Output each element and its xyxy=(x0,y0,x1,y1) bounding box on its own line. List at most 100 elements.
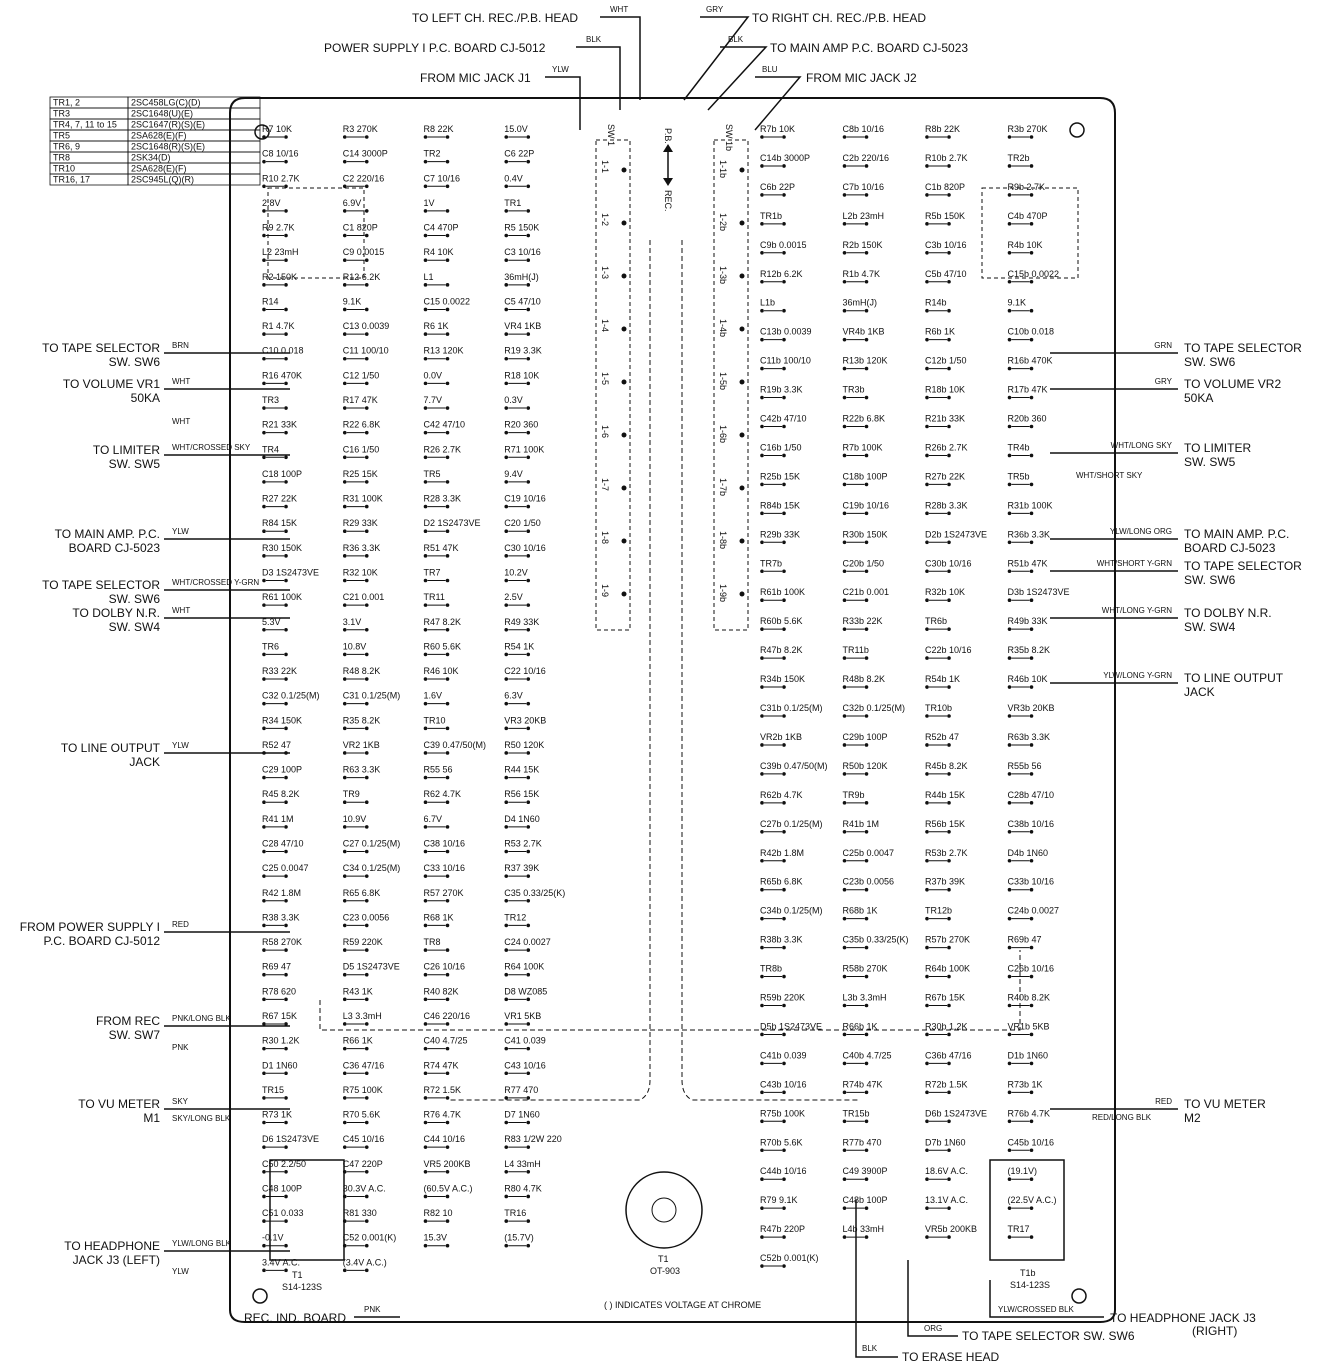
solder-pad xyxy=(1029,1090,1034,1095)
component-label: TR11b xyxy=(843,645,869,655)
solder-pad xyxy=(864,1119,869,1124)
solder-pad xyxy=(925,251,929,255)
solder-pad xyxy=(504,751,509,755)
solder-pad xyxy=(364,627,369,632)
solder-pad xyxy=(262,480,266,484)
solder-pad xyxy=(925,164,929,168)
solder-pad xyxy=(842,1090,847,1095)
component-label: (19.1V) xyxy=(1008,1166,1038,1176)
solder-pad xyxy=(423,258,428,262)
table-cell xyxy=(127,173,261,186)
solder-pad xyxy=(364,701,369,706)
solder-pad xyxy=(760,366,764,371)
solder-pad xyxy=(1029,1177,1034,1181)
solder-pad xyxy=(423,652,428,657)
component-label: C20b 1/50 xyxy=(843,558,885,568)
solder-pad xyxy=(423,480,428,484)
component-label: 30.3V A.C. xyxy=(343,1183,386,1193)
component-label: R4 10K xyxy=(424,247,454,257)
component-label: TR16 xyxy=(504,1208,526,1218)
component-label: R47b 8.2K xyxy=(760,645,803,655)
switch-contact xyxy=(739,591,745,597)
table-transistor-name: TR4, 7, 11 to 15 xyxy=(53,120,117,130)
solder-pad xyxy=(925,801,929,805)
component-label: 6.9V xyxy=(343,198,362,208)
component-label: R58b 270K xyxy=(843,964,888,974)
component-label: C29 100P xyxy=(262,765,302,775)
component-label: R32b 10K xyxy=(925,587,965,597)
component-label: R9 2.7K xyxy=(262,223,295,233)
solder-pad xyxy=(947,1206,951,1210)
solder-pad xyxy=(262,898,266,903)
component-label: R83 1/2W 220 xyxy=(504,1134,562,1144)
component-label: R73 1K xyxy=(262,1110,292,1120)
component-label: R5 150K xyxy=(504,223,539,233)
solder-pad xyxy=(1029,714,1034,718)
solder-pad xyxy=(364,578,369,583)
solder-pad xyxy=(864,627,869,631)
component-label: TR8b xyxy=(760,964,782,974)
solder-pad xyxy=(262,874,266,878)
solder-pad xyxy=(760,337,764,342)
solder-pad xyxy=(842,222,847,226)
solder-pad xyxy=(284,898,288,903)
component-label: 2.8V xyxy=(262,198,281,208)
component-label: TR6 xyxy=(262,641,279,651)
solder-pad xyxy=(925,482,929,487)
component-label: C36 47/16 xyxy=(343,1060,385,1070)
solder-pad xyxy=(782,482,786,487)
wire-color-tag: RED xyxy=(172,920,189,929)
solder-pad xyxy=(925,337,929,342)
solder-pad xyxy=(782,1003,786,1008)
solder-pad xyxy=(925,193,929,197)
component-label: R60 5.6K xyxy=(424,641,462,651)
solder-pad xyxy=(782,222,786,226)
solder-pad xyxy=(1029,974,1034,979)
left-connection-label: TO LINE OUTPUT xyxy=(61,741,161,755)
solder-pad xyxy=(760,945,764,950)
table-transistor-name: TR3 xyxy=(53,109,70,119)
solder-pad xyxy=(262,1120,266,1125)
solder-pad xyxy=(760,1032,764,1037)
wire-hp-second: YLW xyxy=(172,1267,189,1276)
component-label: TR2b xyxy=(1008,153,1030,163)
solder-pad xyxy=(947,1148,951,1153)
solder-pad xyxy=(782,685,786,689)
component-label: D7 1N60 xyxy=(504,1110,540,1120)
solder-pad xyxy=(504,1219,509,1223)
solder-pad xyxy=(842,135,847,139)
component-label: R4b 10K xyxy=(1008,240,1043,250)
solder-pad xyxy=(423,997,428,1002)
voltage-footnote: ( ) INDICATES VOLTAGE AT CHROME xyxy=(604,1300,761,1310)
solder-pad xyxy=(1029,251,1034,255)
solder-pad xyxy=(864,1235,869,1239)
component-label: D2b 1S2473VE xyxy=(925,529,987,539)
solder-pad xyxy=(445,578,450,583)
solder-pad xyxy=(947,801,951,805)
solder-pad xyxy=(760,743,764,747)
solder-pad xyxy=(445,1046,450,1051)
left-connection-label: TO HEADPHONE xyxy=(64,1239,160,1253)
switch-position-label: 1-2 xyxy=(600,213,610,226)
solder-pad xyxy=(842,366,847,371)
solder-pad xyxy=(842,1061,847,1066)
sw1b-label: SW 1b xyxy=(724,124,734,151)
solder-pad xyxy=(342,554,347,558)
solder-pad xyxy=(445,1194,450,1199)
component-label: R42b 1.8M xyxy=(760,848,804,858)
component-label: C44b 10/16 xyxy=(760,1166,807,1176)
solder-pad xyxy=(1029,627,1034,631)
solder-pad xyxy=(842,945,847,950)
solder-pad xyxy=(342,849,347,854)
solder-pad xyxy=(526,480,531,484)
solder-pad xyxy=(284,800,288,805)
solder-pad xyxy=(864,656,869,660)
component-label: C36b 47/16 xyxy=(925,1050,972,1060)
solder-pad xyxy=(1029,308,1034,313)
solder-pad xyxy=(925,1061,929,1066)
solder-pad xyxy=(504,652,509,657)
solder-pad xyxy=(445,233,450,238)
solder-pad xyxy=(947,627,951,631)
table-transistor-name: TR16, 17 xyxy=(53,175,90,185)
component-label: R79 9.1K xyxy=(760,1195,798,1205)
